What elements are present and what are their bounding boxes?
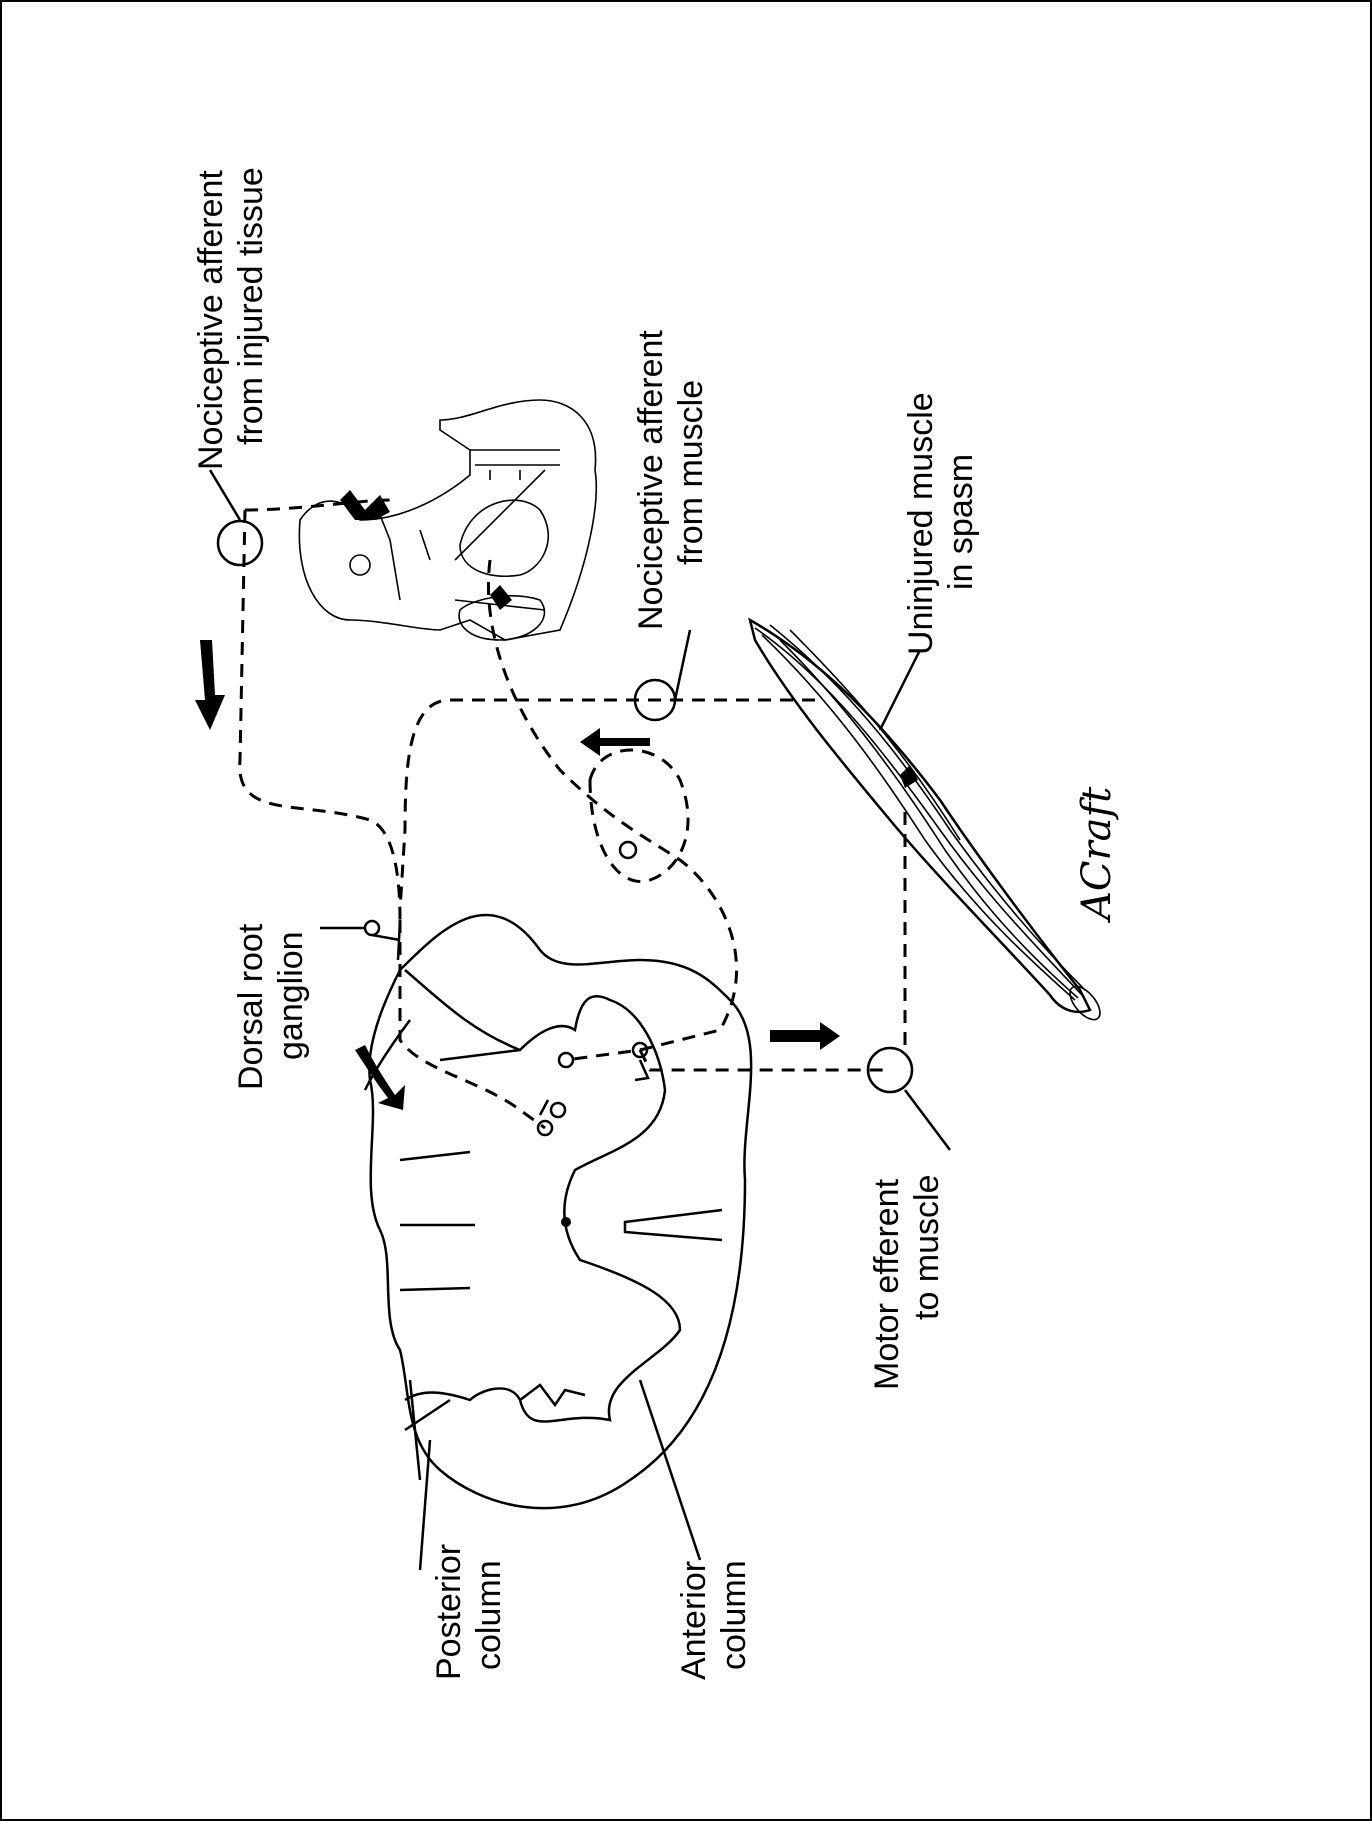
ganglion-neuron — [620, 842, 636, 858]
posterior-septa — [365, 1020, 475, 1290]
dorsal-root-entry — [405, 1050, 520, 1480]
label-posterior-2: column — [470, 1560, 508, 1670]
torso-sketch — [299, 400, 596, 640]
label-nociceptive-tissue-2: from injured tissue — [232, 167, 270, 445]
label-dorsal-1: Dorsal root — [232, 923, 270, 1090]
tissue-afferent-neuron — [218, 521, 262, 565]
label-anterior-2: column — [715, 1560, 753, 1670]
label-nociceptive-tissue-1: Nociceptive afferent — [192, 170, 230, 470]
grey-matter — [405, 970, 680, 1422]
label-motor-1: Motor efferent — [868, 1178, 906, 1390]
leader-lines — [210, 470, 950, 1570]
sympathetic-ganglion — [590, 750, 688, 882]
label-nociceptive-muscle-1: Nociceptive afferent — [632, 330, 670, 630]
dorsal-root-ganglion-neuron — [365, 921, 379, 935]
label-posterior-1: Posterior — [430, 1544, 468, 1680]
central-canal — [561, 1217, 571, 1227]
label-uninjured-2: in spasm — [942, 454, 980, 590]
label-nociceptive-muscle-2: from muscle — [672, 380, 710, 565]
spinal-interneurons — [538, 1043, 648, 1135]
label-motor-2: to muscle — [908, 1175, 946, 1321]
label-dorsal-2: ganglion — [272, 931, 310, 1060]
muscle-in-spasm — [750, 620, 1106, 1025]
anterior-fissure — [625, 1210, 722, 1240]
label-anterior-1: Anterior — [675, 1561, 713, 1680]
artist-signature: ACraft — [1074, 786, 1120, 924]
drg-branch — [320, 920, 400, 960]
label-uninjured-1: Uninjured muscle — [902, 392, 940, 655]
posterior-horn-edge — [520, 1385, 585, 1405]
